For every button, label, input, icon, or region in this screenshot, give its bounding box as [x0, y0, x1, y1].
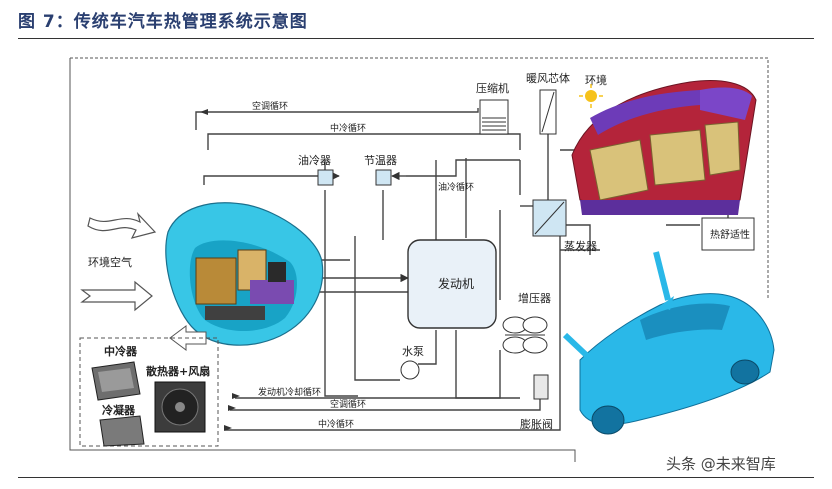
radiator-fan-label: 散热器+风扇	[146, 364, 210, 378]
thermostat-label: 节温器	[364, 154, 397, 167]
turbocharger-icon	[502, 316, 548, 354]
ambient-air-arrows	[80, 211, 157, 312]
radiator-fan-image	[154, 381, 206, 433]
engine-box	[407, 239, 497, 329]
compressor-box	[479, 99, 509, 135]
cabin-cutaway	[571, 80, 757, 215]
water-pump	[400, 360, 420, 380]
oil-cooler-box	[317, 169, 334, 186]
car-illustration	[562, 251, 775, 435]
top-divider	[18, 38, 814, 39]
turbocharger-label: 增压器	[518, 291, 551, 305]
evaporator-label: 蒸发器	[564, 239, 597, 253]
bottom-divider	[18, 477, 814, 478]
thermostat-box	[375, 169, 392, 186]
loop-arrows	[200, 109, 240, 431]
environment-label: 环境	[585, 73, 607, 87]
expansion-valve-label: 膨胀阀	[520, 417, 553, 431]
engine-label: 发动机	[438, 276, 474, 291]
heat-exchanger-group	[79, 337, 219, 447]
intercooler-image	[91, 361, 141, 401]
oil-loop-label: 油冷循环	[438, 181, 474, 193]
intercool-loop-top-label: 中冷循环	[330, 122, 366, 134]
front-end-module	[165, 202, 324, 351]
thermal-comfort-box	[701, 217, 755, 251]
thermal-comfort-label: 热舒适性	[710, 228, 750, 241]
engine-coolant-loop-label: 发动机冷却循环	[258, 386, 321, 398]
ac-loop-bottom-label: 空调循环	[330, 398, 366, 410]
condenser-label: 冷凝器	[102, 403, 136, 417]
compressor-label: 压缩机	[476, 81, 509, 95]
sun-icon	[579, 84, 603, 108]
expansion-valve-box	[533, 374, 549, 400]
condenser-image	[99, 415, 145, 447]
oil-cooler-label: 油冷器	[298, 153, 331, 167]
watermark: 头条 @未来智库	[666, 455, 776, 473]
ac-loop-top-label: 空调循环	[252, 100, 288, 112]
outer-frame	[70, 57, 769, 300]
heater-core-label: 暖风芯体	[526, 71, 570, 85]
figure-title: 图 7：传统车汽车热管理系统示意图	[18, 12, 308, 32]
water-pump-label: 水泵	[402, 345, 424, 358]
intercooler-label: 中冷器	[104, 344, 138, 358]
ambient-air-label: 环境空气	[88, 255, 132, 269]
intercool-loop-bottom-label: 中冷循环	[318, 418, 354, 430]
